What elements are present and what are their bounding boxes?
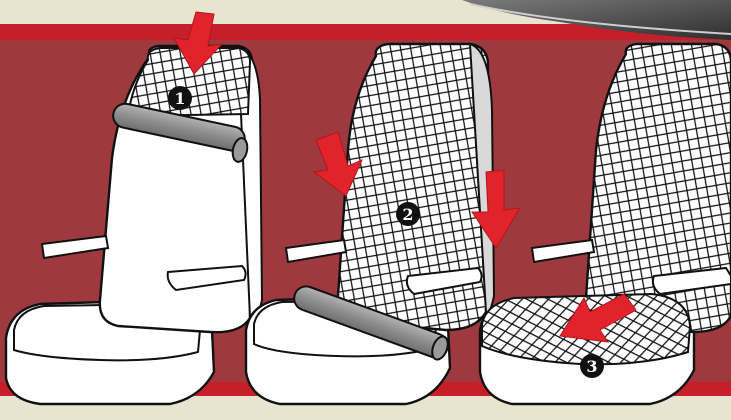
step-2-number: 2 [402, 205, 413, 224]
step-1-number: 1 [174, 89, 185, 108]
step-2-badge: 2 [396, 202, 420, 226]
step-1-badge: 1 [168, 86, 192, 110]
step-3-number: 3 [586, 357, 597, 376]
step-3-badge: 3 [580, 354, 604, 378]
